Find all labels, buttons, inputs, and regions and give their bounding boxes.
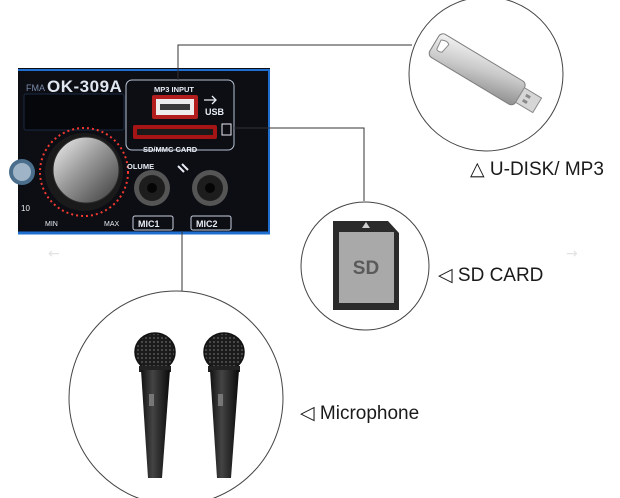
svg-text:SD: SD [353,258,379,279]
amplifier-panel [9,68,270,235]
udisk-mp3-label: △ U-DISK/ MP3 [470,159,604,180]
mic-callout-circle [68,290,284,498]
microphone-icon [134,332,245,478]
min-label: MIN [45,221,58,228]
mic2-label: MIC2 [196,219,218,229]
svg-text:←: ← [48,246,60,262]
usb-label: USB [205,107,225,117]
sd-mmc-label: SD/MMC CARD [143,145,198,154]
volume-label: OLUME [127,162,155,171]
connector-lines [177,44,412,293]
sd-card-icon: SD [333,221,399,310]
brand-label: FMA [26,83,45,93]
mic1-label: MIC1 [138,219,160,229]
usb-stick-icon [428,33,543,114]
svg-text:→: → [566,246,578,262]
dial-number-label: 10 [21,204,30,213]
microphone-label: ◁ Microphone [300,403,420,424]
mp3-input-label: MP3 INPUT [154,85,195,94]
max-label: MAX [104,221,120,228]
sd-card-label: ◁ SD CARD [438,265,544,286]
model-label: OK-309A [47,77,123,96]
